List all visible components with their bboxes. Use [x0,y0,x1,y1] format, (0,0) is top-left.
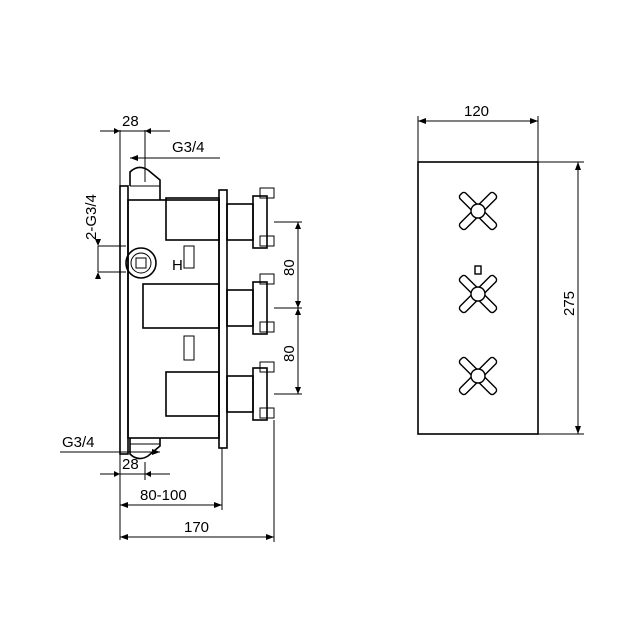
front-view: 120 275 [417,103,584,435]
top-inlet [129,154,161,200]
dim-width-label: 120 [464,103,489,120]
dim-depth-range-label: 80-100 [140,487,187,504]
front-handle-top [458,191,498,231]
middle-stem [226,289,254,327]
front-handle-middle [458,265,498,314]
dim-total-depth: 170 [120,420,275,542]
dim-inlet-thread: 2-G3/4 [83,194,126,279]
valve-body [127,199,220,439]
dim-spacing: 80 80 [274,221,302,395]
upper-cartridge [165,197,220,241]
side-view: H [60,113,302,542]
lower-handle [252,361,275,421]
dim-depth-range: 80-100 [119,448,223,540]
dim-bottom-28: 28 [100,454,170,480]
front-handle-bottom [458,356,498,396]
lower-stem [226,375,254,413]
dim-spacing-upper-label: 80 [281,259,298,276]
lower-cartridge [165,371,220,417]
back-plate [119,185,129,455]
dim-height-label: 275 [561,291,578,316]
middle-cartridge [142,283,220,329]
bottom-outlet [129,438,161,460]
dim-top-thread: G3/4 [130,139,220,161]
upper-stem [226,203,254,241]
front-plate [417,161,539,435]
dim-bottom-thread: G3/4 [60,434,160,455]
detail-screw-1 [183,245,195,269]
dim-inlet-thread-label: 2-G3/4 [83,194,100,240]
detail-screw-2 [183,335,195,361]
dim-spacing-lower-label: 80 [281,345,298,362]
cover-plate [218,189,228,449]
dim-top-thread-label: G3/4 [172,139,205,156]
dim-total-depth-label: 170 [184,519,209,536]
hot-marker-label: H [172,257,183,274]
dim-width: 120 [417,103,539,162]
upper-handle [252,187,275,249]
middle-handle [252,273,275,335]
hot-inlet-port: H [125,247,183,279]
dim-bottom-thread-label: G3/4 [62,434,95,451]
dim-bottom-28-label: 28 [122,456,139,473]
dim-height: 275 [538,161,584,435]
dim-top-28-label: 28 [122,113,139,130]
dim-top-28: 28 [100,113,170,186]
